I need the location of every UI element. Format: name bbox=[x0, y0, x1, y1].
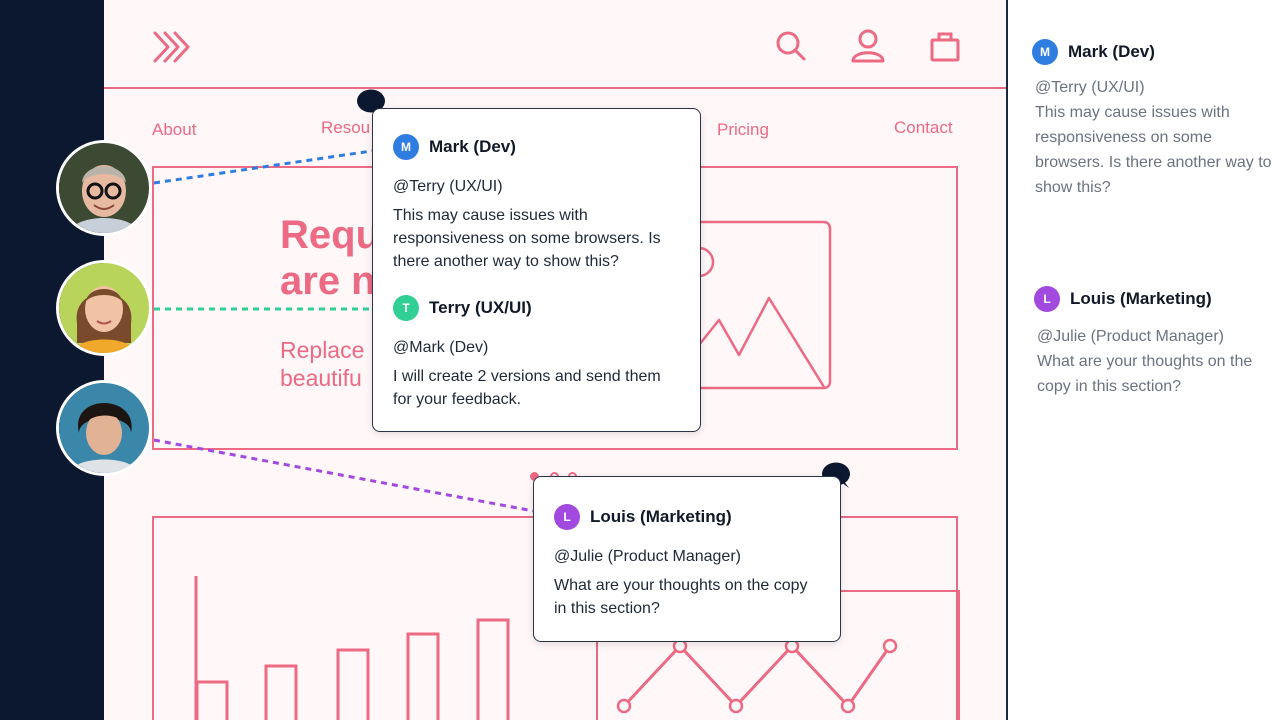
comment-author: Mark (Dev) bbox=[1068, 42, 1155, 61]
hero-subtitle-line-1: Replace bbox=[280, 337, 365, 363]
user-badge: L bbox=[1034, 286, 1060, 312]
comment-header: T Terry (UX/UI) bbox=[393, 295, 680, 321]
avatar-terry[interactable] bbox=[56, 260, 152, 356]
comment-header: M Mark (Dev) bbox=[1032, 39, 1272, 65]
avatar-mark[interactable] bbox=[56, 140, 152, 236]
comment-header: L Louis (Marketing) bbox=[554, 504, 820, 530]
comment-mention[interactable]: @Terry (UX/UI) bbox=[1035, 79, 1145, 96]
hero-title-line-1: Requ bbox=[280, 213, 380, 257]
comment-mention[interactable]: @Julie (Product Manager) bbox=[1037, 328, 1224, 345]
hero-title-line-2: are n bbox=[280, 259, 376, 303]
shopping-bag-icon[interactable] bbox=[930, 30, 960, 62]
user-badge: M bbox=[1032, 39, 1058, 65]
panel-comment[interactable]: L Louis (Marketing) @Julie (Product Mana… bbox=[1034, 286, 1274, 399]
comment-header: M Mark (Dev) bbox=[393, 134, 680, 160]
user-badge: T bbox=[393, 295, 419, 321]
comments-panel: M Mark (Dev) @Terry (UX/UI) This may cau… bbox=[1008, 0, 1280, 720]
comment-author: Mark (Dev) bbox=[429, 137, 516, 156]
comment-mention[interactable]: @Julie (Product Manager) bbox=[554, 548, 741, 565]
comment-mention[interactable]: @Mark (Dev) bbox=[393, 339, 489, 356]
search-icon[interactable] bbox=[775, 30, 807, 62]
avatar-louis[interactable] bbox=[56, 380, 152, 476]
panel-comment[interactable]: M Mark (Dev) @Terry (UX/UI) This may cau… bbox=[1032, 39, 1272, 200]
header-divider bbox=[104, 87, 1006, 89]
bar-chart-placeholder-icon bbox=[194, 576, 510, 720]
user-badge: L bbox=[554, 504, 580, 530]
panel-divider bbox=[1006, 0, 1008, 720]
comment-author: Terry (UX/UI) bbox=[429, 298, 532, 317]
comment-text: This may cause issues with responsivenes… bbox=[393, 207, 661, 270]
comment-mention[interactable]: @Terry (UX/UI) bbox=[393, 178, 503, 195]
comment-author: Louis (Marketing) bbox=[590, 507, 732, 526]
hero-title: Requ are n bbox=[280, 212, 510, 304]
left-sidebar bbox=[0, 0, 104, 720]
nav-contact[interactable]: Contact bbox=[894, 118, 953, 137]
comment-text: This may cause issues with responsivenes… bbox=[1035, 104, 1272, 196]
nav-pricing[interactable]: Pricing bbox=[717, 120, 769, 139]
comment-text: What are your thoughts on the copy in th… bbox=[554, 577, 808, 617]
chevrons-right-icon[interactable] bbox=[152, 30, 192, 64]
hero-subtitle: Replace beautifu bbox=[280, 336, 490, 392]
hero-subtitle-line-2: beautifu bbox=[280, 365, 362, 391]
comment-text: What are your thoughts on the copy in th… bbox=[1037, 353, 1253, 395]
line-chart-placeholder-icon bbox=[616, 638, 898, 714]
nav-resources[interactable]: Resou bbox=[321, 118, 371, 137]
comment-thread-popup[interactable]: M Mark (Dev) @Terry (UX/UI) This may cau… bbox=[372, 108, 701, 432]
comment-text: I will create 2 versions and send them f… bbox=[393, 368, 661, 408]
nav-about[interactable]: About bbox=[152, 120, 197, 139]
comment-popup[interactable]: L Louis (Marketing) @Julie (Product Mana… bbox=[533, 476, 841, 642]
user-badge: M bbox=[393, 134, 419, 160]
comment-author: Louis (Marketing) bbox=[1070, 289, 1212, 308]
comment-header: L Louis (Marketing) bbox=[1034, 286, 1274, 312]
user-icon[interactable] bbox=[850, 28, 886, 64]
